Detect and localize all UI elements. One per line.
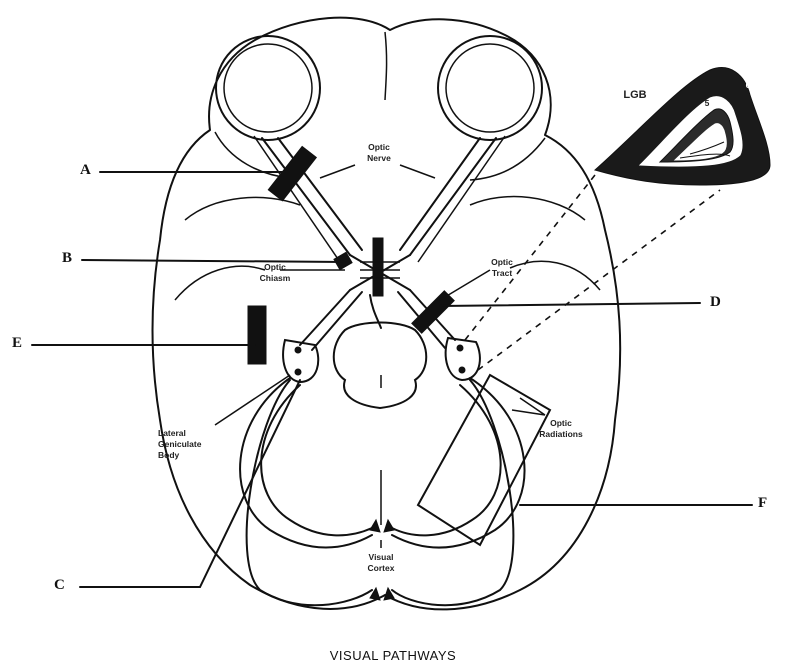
lgb-label-line-1: Lateral [158, 428, 216, 439]
optic-chiasm-label: Optic Chiasm [250, 262, 300, 284]
lesion-label-f: F [758, 495, 767, 512]
lesion-label-e: E [12, 335, 22, 352]
visual-cortex-label-line-2: Cortex [354, 563, 408, 574]
lesion-b-center [373, 238, 383, 296]
visual-cortex-label: Visual Cortex [354, 552, 408, 574]
optic-radiations-label-line-2: Radiations [530, 429, 592, 440]
lgb-inset-layer-4: 4 [712, 128, 726, 139]
optic-chiasm-label-line-2: Chiasm [250, 273, 300, 284]
lesion-label-b: B [62, 250, 72, 267]
lgb-inset-layer-5: 5 [700, 98, 714, 109]
optic-nerve-label: Optic Nerve [352, 142, 406, 164]
right-lgb-dot-1 [457, 345, 463, 351]
optic-tract-label-line-2: Tract [480, 268, 524, 279]
optic-chiasm-label-line-1: Optic [250, 262, 300, 273]
optic-tract-label-line-1: Optic [480, 257, 524, 268]
diagram-title: VISUAL PATHWAYS [0, 648, 786, 663]
brain-outline [153, 18, 621, 610]
optic-nerve-label-line-2: Nerve [352, 153, 406, 164]
lesion-label-a: A [80, 162, 91, 179]
lgb-inset-layer-6: 6 [741, 80, 755, 91]
right-lgb-dot-2 [459, 367, 465, 373]
lgb-inset-label: LGB [615, 90, 655, 101]
lesion-e [248, 306, 266, 364]
optic-nerve-label-line-1: Optic [352, 142, 406, 153]
lgb-label: Lateral Geniculate Body [158, 428, 216, 461]
lgb-label-line-2: Geniculate [158, 439, 216, 450]
optic-radiations-label-line-1: Optic [530, 418, 592, 429]
lesion-label-c: C [54, 577, 65, 594]
lesion-label-d: D [710, 294, 721, 311]
left-lgb-dot-2 [295, 369, 301, 375]
optic-tract-label: Optic Tract [480, 257, 524, 279]
left-lgb-dot-1 [295, 347, 301, 353]
optic-radiations-label: Optic Radiations [530, 418, 592, 440]
lgb-label-line-3: Body [158, 450, 216, 461]
visual-cortex-label-line-1: Visual [354, 552, 408, 563]
